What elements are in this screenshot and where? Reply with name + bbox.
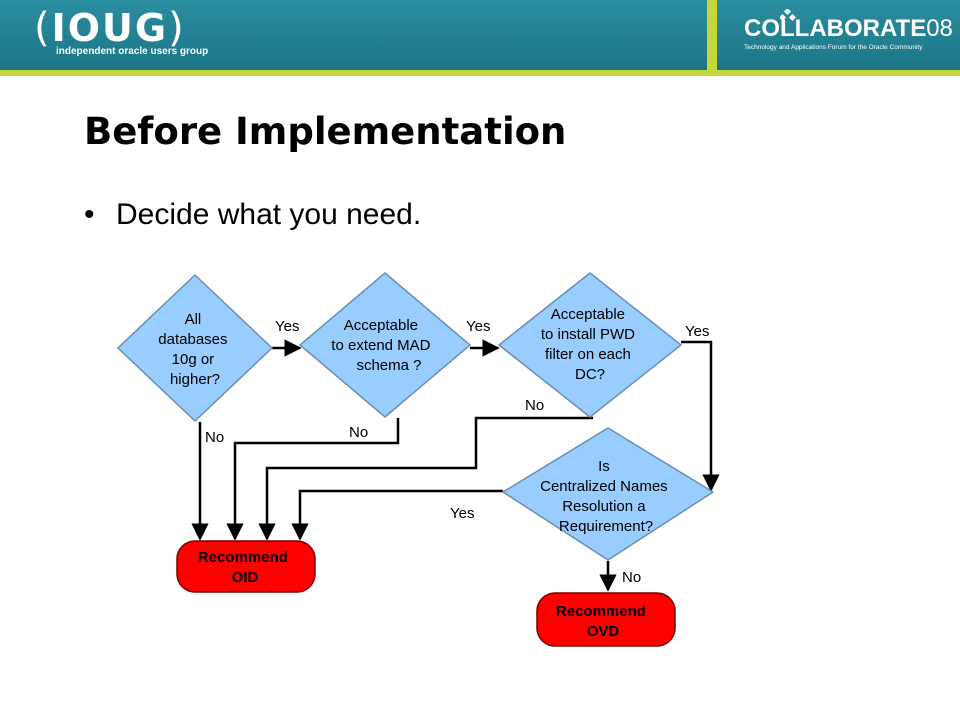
connectors xyxy=(191,339,720,592)
collaborate-logo-name: COLLABORATE xyxy=(744,15,927,42)
header-banner: (IOUG) independent oracle users group CO… xyxy=(0,0,960,76)
decision-extend-mad-schema xyxy=(298,272,472,418)
collaborate-diamond-icon xyxy=(780,9,796,22)
outcome-recommend-ovd-text: Recommend OVD xyxy=(556,603,650,640)
collaborate-logo-year: 08 xyxy=(926,15,953,42)
edge-label-d2-yes: Yes xyxy=(466,318,490,335)
ioug-logo-tagline: independent oracle users group xyxy=(56,46,209,57)
edge-label-d4-yes: Yes xyxy=(450,505,474,522)
outcome-recommend-oid xyxy=(176,540,316,593)
edge-label-d3-yes: Yes xyxy=(685,323,709,340)
collaborate-logo: COLLABORATE08 Technology and Application… xyxy=(744,14,953,52)
slide-title: Before Implementation xyxy=(84,110,567,153)
connector-d2-oid xyxy=(226,418,400,541)
ioug-logo-name: IOUG xyxy=(51,6,169,50)
header-left-panel xyxy=(0,0,707,70)
connector-d3-oid xyxy=(258,416,593,541)
edge-label-d1-yes: Yes xyxy=(275,318,299,335)
edge-label-d3-no: No xyxy=(525,397,544,414)
decision-databases-version-text: All databases 10g or higher? xyxy=(158,311,231,388)
outcome-recommend-oid-text: Recommend OID xyxy=(198,549,292,586)
connector-d4-oid xyxy=(291,489,503,541)
header-separator xyxy=(707,0,717,76)
decision-install-pwd-filter-text: Acceptable to install PWD filter on each… xyxy=(541,306,639,383)
ioug-logo: (IOUG) independent oracle users group xyxy=(34,5,209,57)
bullet-item: • Decide what you need. xyxy=(84,198,421,232)
decision-install-pwd-filter xyxy=(497,272,683,418)
edge-label-d4-no: No xyxy=(622,569,641,586)
decision-centralized-names-text: Is Centralized Names Resolution a Requir… xyxy=(540,458,672,535)
bullet-text: Decide what you need. xyxy=(116,198,422,231)
decision-centralized-names xyxy=(501,427,715,561)
bullet-dot-icon: • xyxy=(84,198,95,231)
outcome-recommend-ovd xyxy=(536,592,676,647)
collaborate-logo-tagline: Technology and Applications Forum for th… xyxy=(744,44,923,51)
connector-d3-d4 xyxy=(681,340,720,492)
header-bottom-stripe xyxy=(0,70,960,76)
edge-label-d2-no: No xyxy=(349,424,368,441)
decision-databases-version xyxy=(116,273,274,423)
decision-extend-mad-schema-text: Acceptable to extend MAD schema ? xyxy=(331,317,434,374)
edge-label-d1-no: No xyxy=(205,429,224,446)
header-right-panel xyxy=(717,0,960,70)
